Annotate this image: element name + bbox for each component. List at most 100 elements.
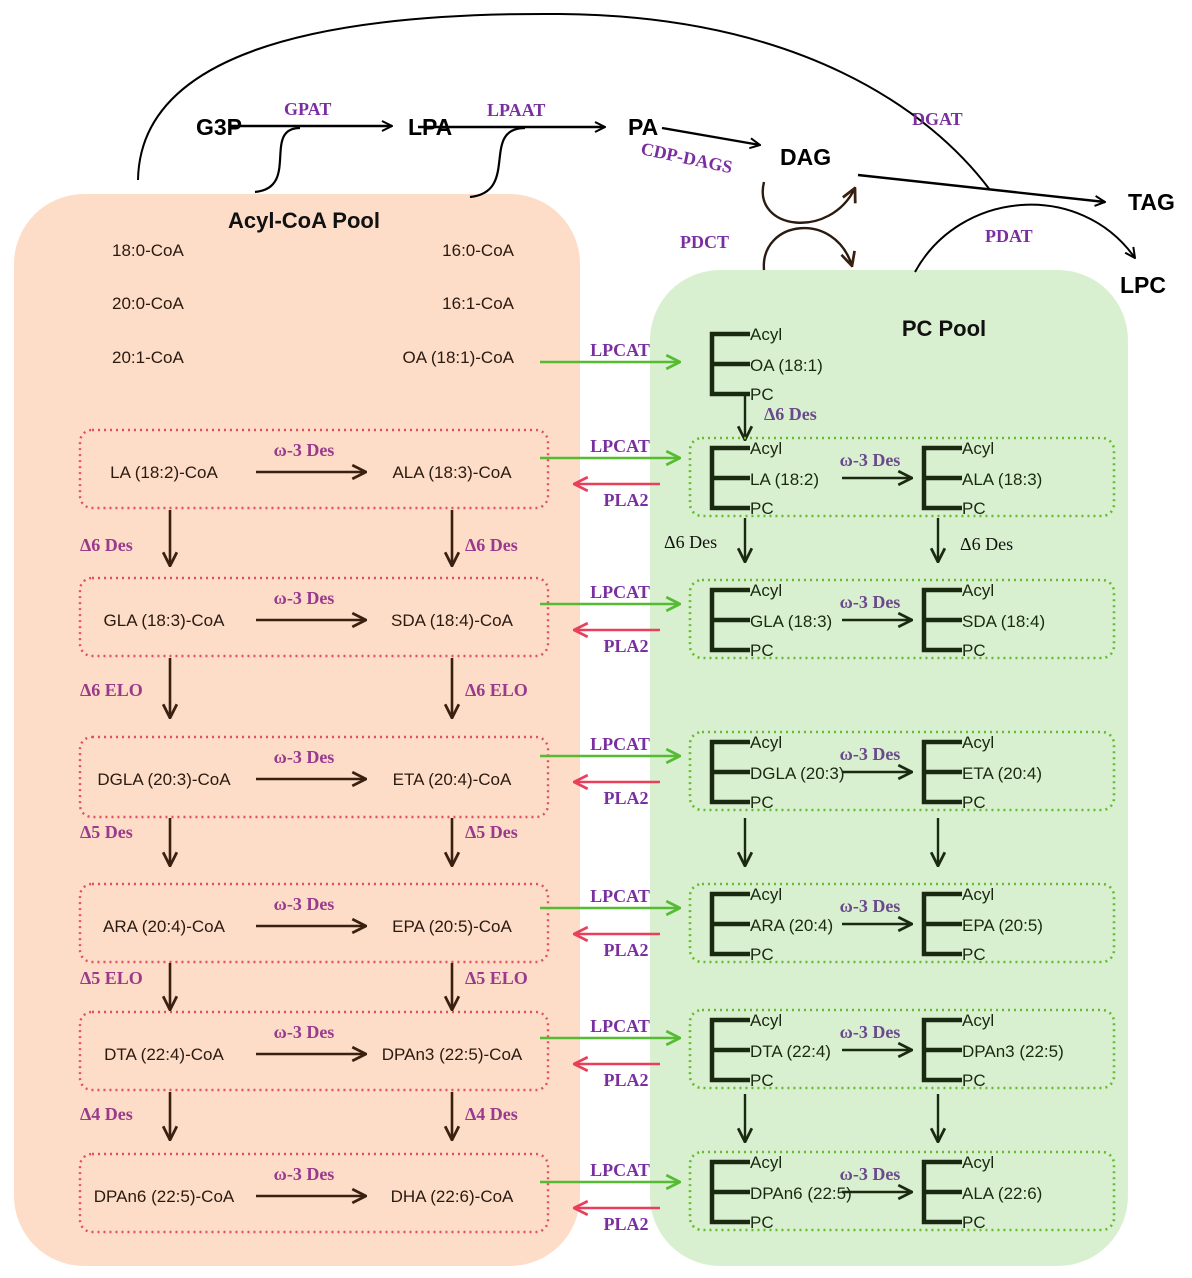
pc-omega3-enzyme: ω-3 Des <box>840 744 901 764</box>
acyl-coa-row-box <box>78 428 550 510</box>
pc-headgroup-label: PC <box>750 945 774 964</box>
pc-row-box <box>688 882 1116 964</box>
pc-headgroup-label: PC <box>750 1213 774 1232</box>
omega3-enzyme-label: ω-3 Des <box>274 894 335 914</box>
pc-fatty-acid-label: ALA (22:6) <box>962 1184 1042 1203</box>
acyl-coa-left-species: ARA (20:4)-CoA <box>103 917 226 936</box>
g3p-label: G3P <box>196 114 242 140</box>
glycerol-backbone-icon <box>921 739 962 805</box>
acyl-coa-right-species: ALA (18:3)-CoA <box>392 463 512 482</box>
right-step-enzyme: Δ5 ELO <box>465 968 528 988</box>
omega3-enzyme-label: ω-3 Des <box>274 1022 335 1042</box>
pc-fatty-acid-label: GLA (18:3) <box>750 612 832 631</box>
oa-step-enzyme: Δ6 Des <box>764 404 817 424</box>
acyl-coa-pool-title: Acyl-CoA Pool <box>228 208 380 233</box>
pdat-enzyme: PDAT <box>985 226 1033 246</box>
omega3-enzyme-label: ω-3 Des <box>274 588 335 608</box>
lpcat-label: LPCAT <box>590 886 650 906</box>
acyl-coa-row-box <box>78 1152 550 1234</box>
pc-row-box <box>688 1150 1116 1232</box>
glycerol-backbone-icon <box>921 1159 962 1225</box>
lpc-label: LPC <box>1120 272 1166 298</box>
pdct-enzyme: PDCT <box>680 232 729 252</box>
pc-acyl-label: Acyl <box>750 1011 782 1030</box>
pc-omega3-enzyme: ω-3 Des <box>840 1164 901 1184</box>
pdct-curve-down <box>762 227 852 271</box>
pc-acyl-label: Acyl <box>962 1011 994 1030</box>
pc-omega3-enzyme: ω-3 Des <box>840 450 901 470</box>
glycerol-backbone-icon <box>709 739 750 805</box>
pc-headgroup-label: PC <box>962 1213 986 1232</box>
cdp-dags-enzyme: CDP-DAGS <box>639 138 734 177</box>
pc-fatty-acid-label: DGLA (20:3) <box>750 764 845 783</box>
pc-acyl-label: Acyl <box>750 1153 782 1172</box>
pc-acyl-label: Acyl <box>750 325 782 344</box>
acyl-coa-left-species: LA (18:2)-CoA <box>110 463 218 482</box>
acyl-coa-right-species: EPA (20:5)-CoA <box>392 917 512 936</box>
left-step-enzyme: Δ6 ELO <box>80 680 143 700</box>
pc-acyl-label: Acyl <box>750 733 782 752</box>
pla2-label: PLA2 <box>604 490 649 510</box>
pa-label: PA <box>628 114 658 140</box>
pla2-label: PLA2 <box>604 636 649 656</box>
left-step-enzyme: Δ6 Des <box>80 535 133 555</box>
glycerol-backbone-icon <box>709 1017 750 1083</box>
dag-label: DAG <box>780 144 831 170</box>
glycerol-backbone-icon <box>709 445 750 511</box>
omega3-enzyme-label: ω-3 Des <box>274 747 335 767</box>
dgat-enzyme: DGAT <box>912 109 963 129</box>
glycerol-backbone-icon <box>709 1159 750 1225</box>
left-step-enzyme: Δ5 Des <box>80 822 133 842</box>
lpaat-enzyme: LPAAT <box>487 100 545 120</box>
acyl-coa-row-box <box>78 576 550 658</box>
pc-acyl-label: Acyl <box>962 733 994 752</box>
glycerol-backbone-icon <box>921 891 962 957</box>
right-step-enzyme: Δ4 Des <box>465 1104 518 1124</box>
lpaat-acyl-curve <box>469 126 526 199</box>
acyl-coa-pool-background <box>14 194 580 1266</box>
pla2-label: PLA2 <box>604 940 649 960</box>
pc-fatty-acid-label: ALA (18:3) <box>962 470 1042 489</box>
omega3-enzyme-label: ω-3 Des <box>274 1164 335 1184</box>
pc-acyl-label: Acyl <box>962 885 994 904</box>
pc-row-box <box>688 730 1116 812</box>
left-step-enzyme: Δ4 Des <box>80 1104 133 1124</box>
glycerol-backbone-icon <box>709 891 750 957</box>
pdct-curve-up <box>761 181 855 224</box>
pc-headgroup-label: PC <box>962 499 986 518</box>
acyl-coa-left-species: DGLA (20:3)-CoA <box>97 770 231 789</box>
acyl-coa-row-box <box>78 882 550 964</box>
acyl-coa-right-species: SDA (18:4)-CoA <box>391 611 514 630</box>
pc-headgroup-label: PC <box>962 793 986 812</box>
acyl-coa-right-species: DPAn3 (22:5)-CoA <box>382 1045 523 1064</box>
acyl-coa-species: 20:0-CoA <box>112 294 184 313</box>
lpcat-label: LPCAT <box>590 1160 650 1180</box>
pc-fatty-acid-label: ETA (20:4) <box>962 764 1042 783</box>
dgat-acyl-curve <box>137 12 991 191</box>
acyl-coa-left-species: GLA (18:3)-CoA <box>104 611 226 630</box>
right-step-enzyme: Δ5 Des <box>465 822 518 842</box>
dag-to-tag-arrow <box>857 173 1105 202</box>
pc-acyl-label: Acyl <box>750 439 782 458</box>
pc-fatty-acid-label: EPA (20:5) <box>962 916 1043 935</box>
pc-row-box <box>688 578 1116 660</box>
pc-fatty-acid-label: ARA (20:4) <box>750 916 833 935</box>
pc-acyl-label: Acyl <box>962 439 994 458</box>
glycerol-backbone-icon <box>921 587 962 653</box>
pc-fatty-acid-label: SDA (18:4) <box>962 612 1045 631</box>
acyl-coa-right-species: DHA (22:6)-CoA <box>391 1187 514 1206</box>
pla2-label: PLA2 <box>604 1070 649 1090</box>
